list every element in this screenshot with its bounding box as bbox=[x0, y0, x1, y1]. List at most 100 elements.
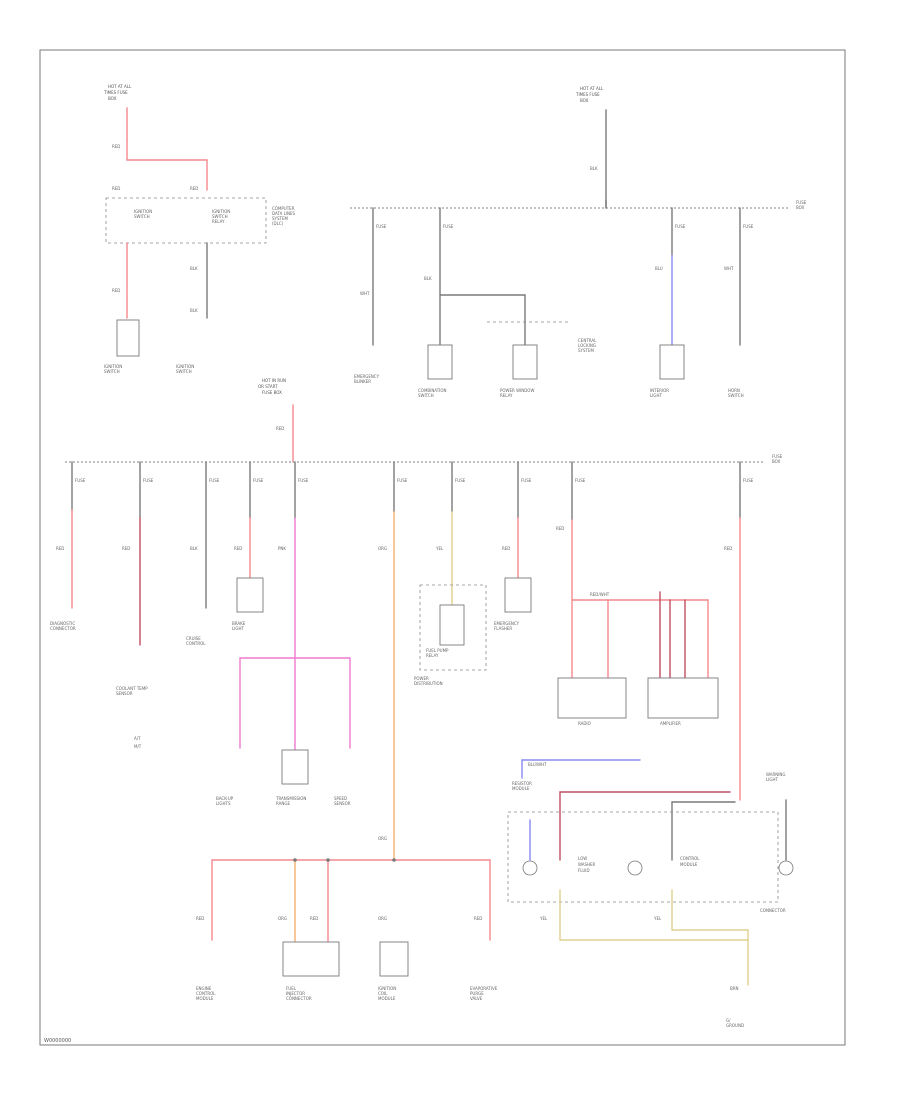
svg-text:IGNITION: IGNITION bbox=[176, 364, 194, 369]
svg-text:CONTROL: CONTROL bbox=[680, 856, 700, 861]
svg-text:SENSOR: SENSOR bbox=[334, 801, 351, 806]
svg-text:BRN: BRN bbox=[730, 986, 739, 991]
svg-text:RED: RED bbox=[112, 144, 120, 149]
svg-text:SPEED: SPEED bbox=[334, 796, 347, 801]
svg-text:BOX: BOX bbox=[796, 205, 805, 210]
svg-text:CENTRAL: CENTRAL bbox=[578, 338, 597, 343]
svg-text:INTERIOR: INTERIOR bbox=[650, 388, 669, 393]
svg-text:SWITCH: SWITCH bbox=[176, 369, 192, 374]
svg-text:ORG: ORG bbox=[378, 546, 387, 551]
svg-text:BOX: BOX bbox=[772, 459, 781, 464]
svg-text:SWITCH: SWITCH bbox=[212, 214, 228, 219]
svg-text:HOT IN RUN: HOT IN RUN bbox=[262, 378, 286, 383]
svg-text:BLK: BLK bbox=[424, 276, 432, 281]
svg-text:FUSE: FUSE bbox=[397, 478, 408, 483]
svg-text:RED: RED bbox=[276, 426, 284, 431]
svg-text:BLU: BLU bbox=[655, 266, 663, 271]
svg-text:FUSE: FUSE bbox=[743, 224, 754, 229]
svg-text:RED/WHT: RED/WHT bbox=[590, 592, 610, 597]
svg-text:HOT AT ALL: HOT AT ALL bbox=[580, 86, 604, 91]
svg-text:TIMES FUSE: TIMES FUSE bbox=[103, 90, 128, 95]
svg-text:FUSE: FUSE bbox=[521, 478, 532, 483]
svg-text:RED: RED bbox=[502, 546, 510, 551]
svg-text:FUSE: FUSE bbox=[743, 478, 754, 483]
svg-text:MODULE: MODULE bbox=[378, 996, 396, 1001]
svg-text:FLUID: FLUID bbox=[578, 868, 590, 873]
svg-text:SENSOR: SENSOR bbox=[116, 691, 133, 696]
svg-text:FUSE: FUSE bbox=[376, 224, 387, 229]
svg-text:SWITCH: SWITCH bbox=[418, 393, 434, 398]
svg-text:RADIO: RADIO bbox=[578, 721, 591, 726]
svg-text:CONTROL: CONTROL bbox=[196, 991, 216, 996]
svg-text:AMPLIFIER: AMPLIFIER bbox=[660, 721, 681, 726]
svg-text:ORG: ORG bbox=[278, 916, 287, 921]
svg-text:SWITCH: SWITCH bbox=[134, 214, 150, 219]
svg-text:COMPUTER: COMPUTER bbox=[272, 206, 295, 211]
svg-text:BLK: BLK bbox=[190, 546, 198, 551]
svg-text:HOT AT ALL: HOT AT ALL bbox=[108, 84, 132, 89]
svg-text:MODULE: MODULE bbox=[196, 996, 214, 1001]
svg-text:A/T: A/T bbox=[134, 736, 141, 741]
svg-text:RED: RED bbox=[724, 546, 732, 551]
svg-text:EVAPORATIVE: EVAPORATIVE bbox=[470, 986, 498, 991]
svg-text:FUSE: FUSE bbox=[75, 478, 86, 483]
svg-text:BLU/WHT: BLU/WHT bbox=[528, 762, 547, 767]
svg-text:CONNECTOR: CONNECTOR bbox=[50, 626, 76, 631]
svg-text:RELAY: RELAY bbox=[212, 219, 225, 224]
svg-text:WASHER: WASHER bbox=[578, 862, 596, 867]
svg-text:IGNITION: IGNITION bbox=[212, 209, 230, 214]
svg-text:IGNITION: IGNITION bbox=[134, 209, 152, 214]
svg-text:BRAKE: BRAKE bbox=[232, 621, 246, 626]
svg-text:BLINKER: BLINKER bbox=[354, 379, 371, 384]
svg-text:FUSE BOX: FUSE BOX bbox=[262, 390, 282, 395]
svg-text:BACK-UP: BACK-UP bbox=[216, 796, 234, 801]
svg-text:RED: RED bbox=[112, 288, 120, 293]
svg-text:POWER WINDOW: POWER WINDOW bbox=[500, 388, 534, 393]
svg-text:OR START: OR START bbox=[258, 384, 278, 389]
svg-text:WHT: WHT bbox=[724, 266, 734, 271]
top-left-section: HOT AT ALL TIMES FUSE BOX RED RED RED IG… bbox=[103, 84, 296, 374]
svg-text:LIGHT: LIGHT bbox=[650, 393, 663, 398]
svg-text:FUSE: FUSE bbox=[772, 454, 783, 459]
svg-text:MODULE: MODULE bbox=[512, 786, 530, 791]
svg-text:RED: RED bbox=[310, 916, 318, 921]
svg-text:IGNITION: IGNITION bbox=[378, 986, 396, 991]
svg-text:LIGHT: LIGHT bbox=[232, 626, 245, 631]
svg-text:RED: RED bbox=[190, 186, 198, 191]
svg-text:BLK: BLK bbox=[590, 166, 598, 171]
svg-text:ENGINE: ENGINE bbox=[196, 986, 212, 991]
svg-text:CONTROL: CONTROL bbox=[186, 641, 206, 646]
svg-text:BLK: BLK bbox=[190, 308, 198, 313]
svg-text:CONNECTOR: CONNECTOR bbox=[760, 908, 786, 913]
svg-text:FUSE: FUSE bbox=[455, 478, 466, 483]
svg-text:CRUISE: CRUISE bbox=[186, 636, 201, 641]
svg-text:M/T: M/T bbox=[134, 744, 142, 749]
bottom-right-section: BLU/WHT RESISTOR MODULE WARNING LIGHT LO… bbox=[507, 759, 794, 1028]
svg-text:IGNITION: IGNITION bbox=[104, 364, 122, 369]
svg-text:FUSE: FUSE bbox=[443, 224, 454, 229]
svg-text:FUSE: FUSE bbox=[209, 478, 220, 483]
svg-text:FUSE: FUSE bbox=[675, 224, 686, 229]
svg-text:LOW: LOW bbox=[578, 856, 587, 861]
svg-text:SYSTEM: SYSTEM bbox=[272, 216, 288, 221]
svg-text:PURGE: PURGE bbox=[470, 991, 484, 996]
svg-text:FUEL: FUEL bbox=[286, 986, 297, 991]
svg-text:LIGHT: LIGHT bbox=[766, 777, 779, 782]
svg-text:YEL: YEL bbox=[653, 916, 662, 921]
svg-text:WARNING: WARNING bbox=[766, 772, 786, 777]
svg-text:HORN: HORN bbox=[728, 388, 740, 393]
svg-text:SWITCH: SWITCH bbox=[104, 369, 120, 374]
svg-text:COIL: COIL bbox=[378, 991, 388, 996]
bottom-center-section: RED ORG RED ORG RED ENGINE CONTROL MODUL… bbox=[196, 858, 498, 1001]
svg-text:GROUND: GROUND bbox=[726, 1023, 744, 1028]
svg-text:DISTRIBUTION: DISTRIBUTION bbox=[414, 681, 443, 686]
svg-text:EMERGENCY: EMERGENCY bbox=[354, 374, 380, 379]
svg-text:LIGHTS: LIGHTS bbox=[216, 801, 231, 806]
svg-text:FUSE: FUSE bbox=[575, 478, 586, 483]
svg-text:RED: RED bbox=[122, 546, 130, 551]
svg-text:FUSE: FUSE bbox=[298, 478, 309, 483]
svg-text:DATA LINES: DATA LINES bbox=[272, 211, 296, 216]
svg-text:WHT: WHT bbox=[360, 291, 370, 296]
svg-text:FUSE: FUSE bbox=[143, 478, 154, 483]
